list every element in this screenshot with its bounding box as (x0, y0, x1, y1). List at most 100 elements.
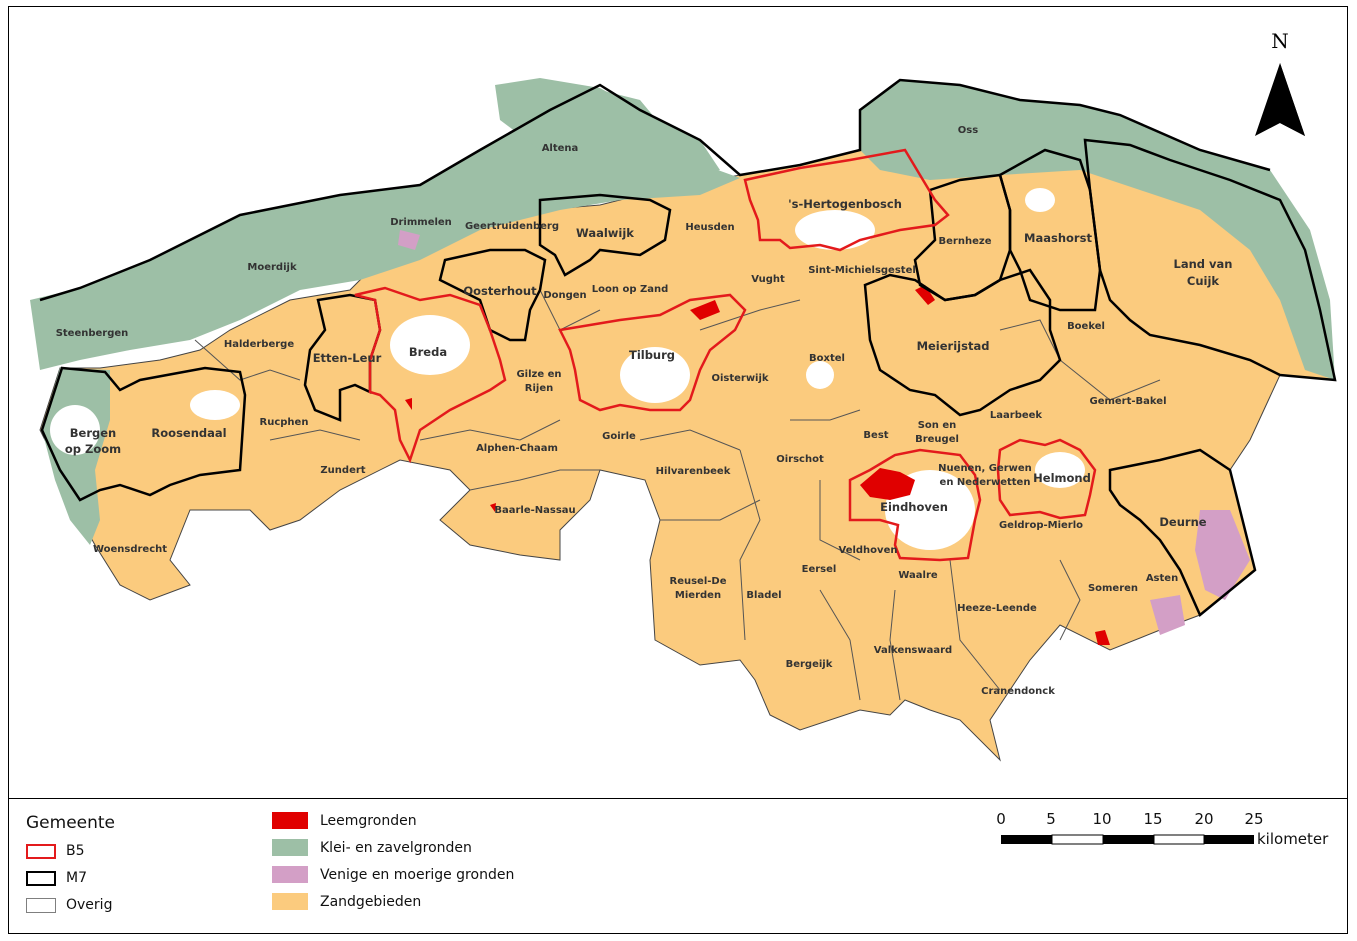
label-tilburg: Tilburg (629, 348, 675, 362)
label-gilze-en: Gilze en (516, 369, 561, 380)
label-geertruidenberg: Geertruidenberg (465, 221, 559, 232)
legend-label-zand: Zandgebieden (320, 893, 422, 910)
legend-item-leemgronden: Leemgronden (272, 812, 417, 829)
b5-swatch (26, 843, 56, 859)
leemgronden-areas (405, 285, 1110, 645)
legend-label-b5: B5 (66, 843, 85, 859)
scale-tick-0: 0 (996, 810, 1006, 828)
label-oisterwijk: Oisterwijk (711, 373, 768, 384)
scale-unit: kilometer (1257, 830, 1329, 848)
label-op-zoom: op Zoom (65, 442, 121, 456)
label-etten-leur: Etten-Leur (313, 351, 382, 365)
scale-bar: 0 5 10 15 20 25 kilometer (995, 810, 1340, 855)
map-frame (8, 6, 1348, 934)
venig-swatch (272, 866, 308, 883)
legend-item-zand: Zandgebieden (272, 893, 421, 910)
label-cranendonck: Cranendonck (981, 686, 1055, 697)
label-zundert: Zundert (320, 465, 365, 476)
legend-label-m7: M7 (66, 870, 87, 886)
label-baarle-nassau: Baarle-Nassau (494, 505, 575, 516)
scale-tick-20: 20 (1194, 810, 1214, 828)
label-hilvarenbeek: Hilvarenbeek (656, 466, 731, 477)
label-s-hertogenbosch: 's-Hertogenbosch (788, 197, 902, 211)
label-goirle: Goirle (602, 431, 636, 442)
label-rucphen: Rucphen (260, 417, 309, 428)
label-vught: Vught (751, 274, 785, 285)
label-laarbeek: Laarbeek (990, 410, 1043, 421)
venig-area-someren (1150, 595, 1185, 635)
venig-area-deurne (1195, 510, 1250, 600)
zand-swatch (272, 893, 308, 910)
label-helmond: Helmond (1033, 471, 1091, 485)
scale-bar-graphic (1001, 834, 1254, 845)
label-oirschot: Oirschot (776, 454, 824, 465)
label-boekel: Boekel (1067, 321, 1105, 332)
municipality-labels: Altena Oss Drimmelen Geertruidenberg Waa… (56, 125, 1233, 697)
soil-map[interactable]: Altena Oss Drimmelen Geertruidenberg Waa… (0, 0, 1357, 800)
label-woensdrecht: Woensdrecht (93, 544, 167, 555)
legend-item-venig: Venige en moerige gronden (272, 866, 514, 883)
label-asten: Asten (1146, 573, 1178, 584)
label-sint-michielsgestel: Sint-Michielsgestel (808, 265, 916, 276)
label-bergeijk: Bergeijk (786, 659, 833, 670)
label-nuenen-gerwen: Nuenen, Gerwen (938, 463, 1032, 474)
legend-label-venig: Venige en moerige gronden (320, 866, 515, 883)
legend-item-klei: Klei- en zavelgronden (272, 839, 472, 856)
label-maashorst: Maashorst (1024, 231, 1092, 245)
label-son-en: Son en (918, 420, 957, 431)
label-oosterhout: Oosterhout (463, 284, 537, 298)
label-veldhoven: Veldhoven (839, 545, 898, 556)
legend-title: Gemeente (26, 813, 116, 833)
label-bernheze: Bernheze (939, 236, 992, 247)
legend-item-b5: B5 (26, 843, 85, 859)
b5-boundaries (354, 148, 1097, 562)
label-steenbergen: Steenbergen (56, 328, 129, 339)
label-roosendaal: Roosendaal (151, 426, 226, 440)
legend-label-klei: Klei- en zavelgronden (320, 839, 472, 856)
label-heeze-leende: Heeze-Leende (957, 603, 1037, 614)
legend-label-leemgronden: Leemgronden (320, 812, 417, 829)
north-label: N (1271, 29, 1289, 53)
north-arrow: N (1255, 29, 1305, 136)
label-halderberge: Halderberge (224, 339, 294, 350)
label-boxtel: Boxtel (809, 353, 845, 364)
label-reusel-de: Reusel-De (670, 576, 727, 587)
label-meierijstad: Meierijstad (917, 339, 990, 353)
label-gemert-bakel: Gemert-Bakel (1089, 396, 1166, 407)
label-breda: Breda (409, 345, 447, 359)
label-bladel: Bladel (746, 590, 781, 601)
label-waalwijk: Waalwijk (576, 226, 634, 240)
label-oss: Oss (958, 125, 978, 136)
label-best: Best (863, 430, 888, 441)
label-rijen: Rijen (525, 383, 553, 394)
m7-swatch (26, 870, 56, 886)
m7-boundaries (39, 78, 1337, 618)
leemgronden-swatch (272, 812, 308, 829)
label-valkenswaard: Valkenswaard (874, 645, 952, 656)
label-geldrop-mierlo: Geldrop-Mierlo (999, 520, 1083, 531)
scale-tick-15: 15 (1143, 810, 1163, 828)
label-deurne: Deurne (1159, 515, 1206, 529)
scale-tick-10: 10 (1092, 810, 1112, 828)
label-alphen-chaam: Alphen-Chaam (476, 443, 558, 454)
label-cuijk: Cuijk (1187, 274, 1220, 288)
label-eindhoven: Eindhoven (880, 500, 948, 514)
label-eersel: Eersel (802, 564, 837, 575)
legend-divider (8, 798, 1348, 799)
venig-area-north (398, 230, 420, 250)
label-en-nederwetten: en Nederwetten (940, 477, 1031, 488)
label-heusden: Heusden (685, 222, 734, 233)
label-altena: Altena (542, 143, 579, 154)
scale-tick-25: 25 (1244, 810, 1264, 828)
overig-swatch (26, 897, 56, 913)
label-drimmelen: Drimmelen (390, 217, 452, 228)
label-mierden: Mierden (675, 590, 721, 601)
klei-area-north (495, 78, 720, 180)
klei-swatch (272, 839, 308, 856)
label-breugel: Breugel (915, 434, 959, 445)
label-bergen: Bergen (70, 426, 116, 440)
legend-item-overig: Overig (26, 897, 112, 913)
legend-item-m7: M7 (26, 870, 87, 886)
legend-label-overig: Overig (66, 897, 113, 913)
scale-tick-5: 5 (1046, 810, 1056, 828)
